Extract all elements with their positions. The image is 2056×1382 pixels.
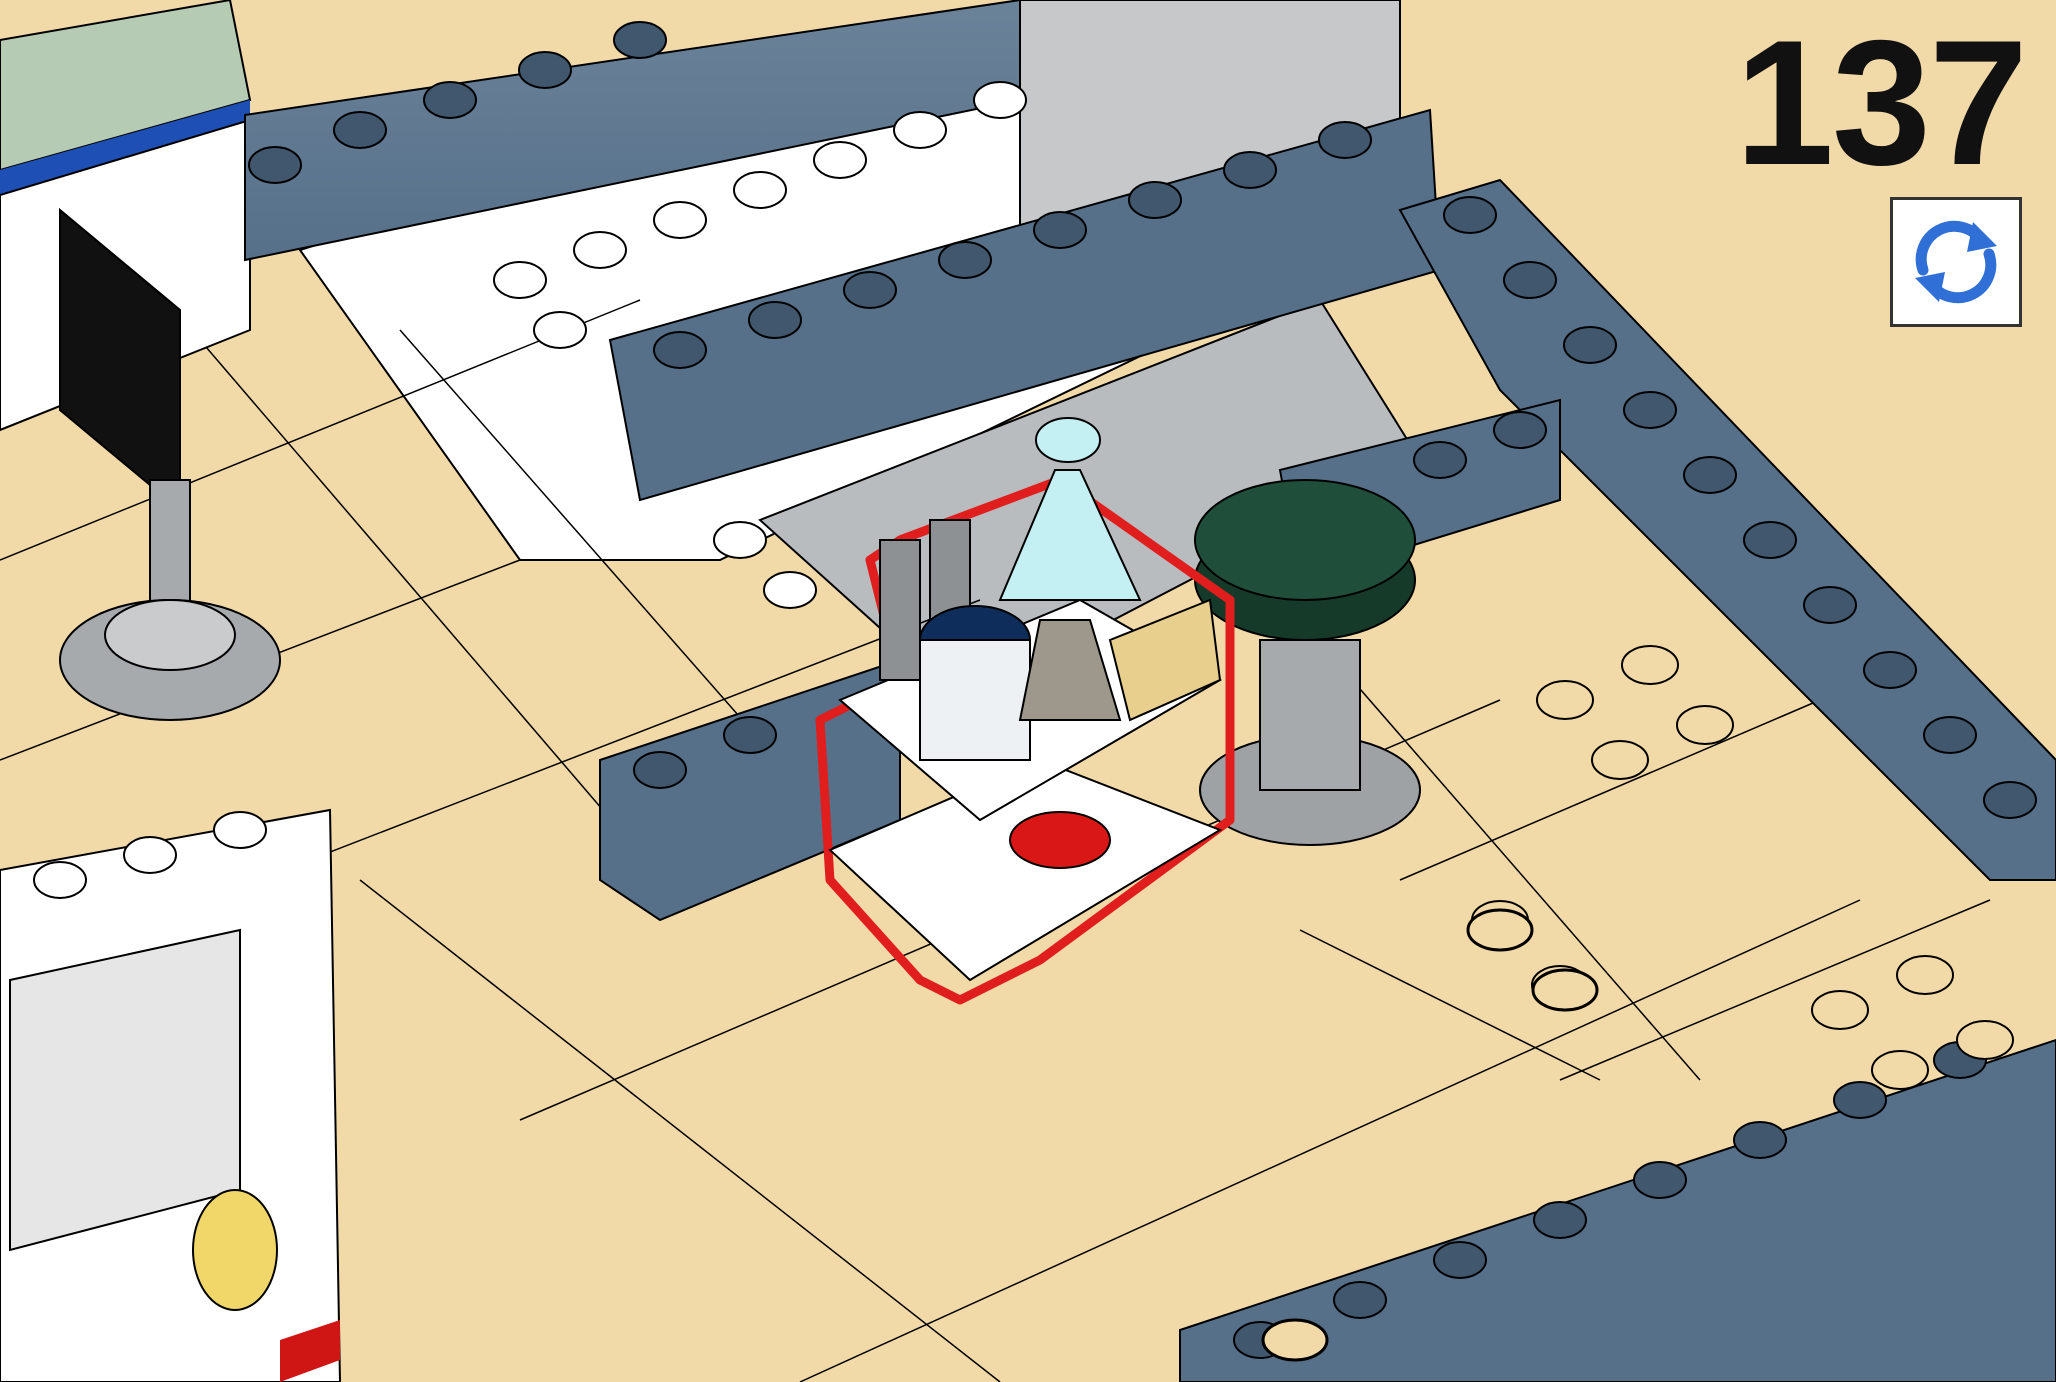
gray-handle-post [880, 540, 920, 680]
red-tile [1010, 812, 1110, 868]
yellow-bottle [193, 1190, 277, 1310]
step-number: 137 [1735, 14, 2026, 192]
stool-leg [1260, 640, 1360, 790]
monitor-base-top [105, 600, 235, 670]
stool-seat [1195, 480, 1415, 600]
flask-neck [1036, 418, 1100, 462]
rotate-view-button[interactable] [1890, 197, 2022, 327]
blue-jar-body [920, 640, 1030, 760]
rotate-icon [1893, 200, 2019, 324]
